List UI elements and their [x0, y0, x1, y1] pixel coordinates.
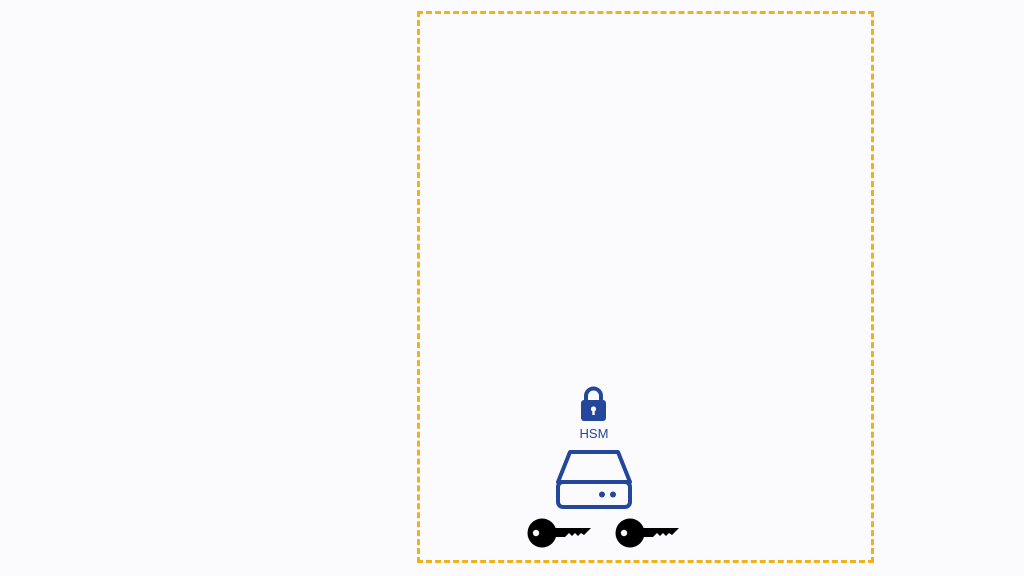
key-icon: [615, 518, 679, 548]
key-icon: [527, 518, 591, 548]
hsm-label: HSM: [579, 426, 609, 441]
hsm-boundary-dashed-box: [417, 11, 874, 563]
lock-icon: [581, 386, 606, 421]
server-icon: [556, 450, 632, 509]
